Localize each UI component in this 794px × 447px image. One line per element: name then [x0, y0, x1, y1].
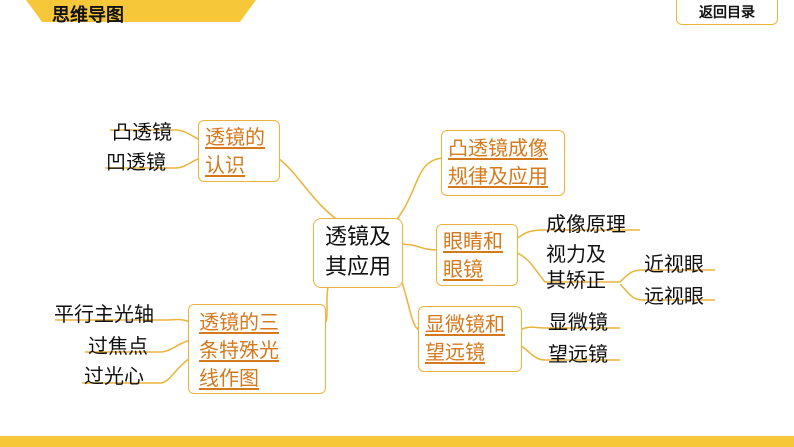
leaf-through-focus: 过焦点 — [88, 334, 148, 358]
center-line-1: 透镜及 — [324, 225, 391, 250]
branch-microscope-telescope-line-2: 望远镜 — [425, 340, 485, 364]
leaf-parallel-axis: 平行主光轴 — [54, 302, 154, 326]
leaf-vision-correction-2: 其矫正 — [546, 268, 606, 292]
connector-center-to-lens-basics — [277, 157, 341, 223]
connector-vision-correction — [514, 251, 620, 283]
center-node: 透镜及 其应用 — [313, 218, 403, 288]
connector-convex-lens — [110, 129, 201, 141]
branch-convex-imaging-line-2: 规律及应用 — [448, 164, 548, 188]
branch-lens-basics-line-1: 透镜的 — [205, 125, 265, 149]
connector-myopia — [619, 269, 715, 283]
branch-special-rays-line-3: 线作图 — [199, 366, 259, 390]
branch-special-rays-line-1: 透镜的三 — [199, 310, 279, 334]
branch-eyes-glasses-line-1: 眼睛和 — [443, 229, 503, 253]
leaf-myopia: 近视眼 — [644, 252, 704, 276]
branch-microscope-telescope: 显微镜和 望远镜 — [418, 306, 522, 372]
leaf-telescope: 望远镜 — [548, 342, 608, 366]
page-title: 思维导图 — [52, 5, 124, 26]
connector-parallel-axis — [55, 318, 191, 323]
back-to-contents-button[interactable]: 返回目录 — [676, 0, 778, 25]
center-line-2: 其应用 — [324, 255, 391, 280]
leaf-hyperopia: 远视眼 — [644, 284, 704, 308]
branch-eyes-glasses-line-2: 眼镜 — [443, 257, 483, 281]
leaf-convex-lens: 凸透镜 — [112, 120, 172, 144]
connector-concave-lens — [105, 157, 201, 169]
connector-center-to-eyes — [397, 243, 438, 251]
leaf-imaging-principle: 成像原理 — [546, 212, 626, 236]
branch-special-rays: 透镜的三 条特殊光 线作图 — [188, 304, 326, 394]
branch-convex-imaging-line-1: 凸透镜成像 — [448, 136, 548, 160]
connector-telescope-leaf — [519, 344, 620, 361]
connector-focus — [85, 339, 191, 353]
title-tab — [26, 0, 256, 22]
leaf-through-optical-center: 过光心 — [84, 364, 144, 388]
leaf-microscope: 显微镜 — [548, 310, 608, 334]
branch-microscope-telescope-line-1: 显微镜和 — [425, 312, 505, 336]
branch-lens-basics: 透镜的 认识 — [198, 120, 280, 182]
leaf-concave-lens: 凹透镜 — [106, 150, 166, 174]
connector-center-to-imaging — [394, 157, 444, 223]
connector-optical-center — [82, 357, 191, 384]
branch-lens-basics-line-2: 认识 — [205, 153, 245, 177]
branch-special-rays-line-2: 条特殊光 — [199, 338, 279, 362]
branch-eyes-glasses: 眼睛和 眼镜 — [436, 224, 518, 286]
bottom-bar — [0, 436, 794, 447]
leaf-vision-correction-1: 视力及 — [546, 242, 606, 266]
connector-microscope-leaf — [519, 326, 620, 331]
branch-convex-imaging: 凸透镜成像 规律及应用 — [441, 130, 565, 196]
connector-hyperopia — [619, 283, 715, 301]
